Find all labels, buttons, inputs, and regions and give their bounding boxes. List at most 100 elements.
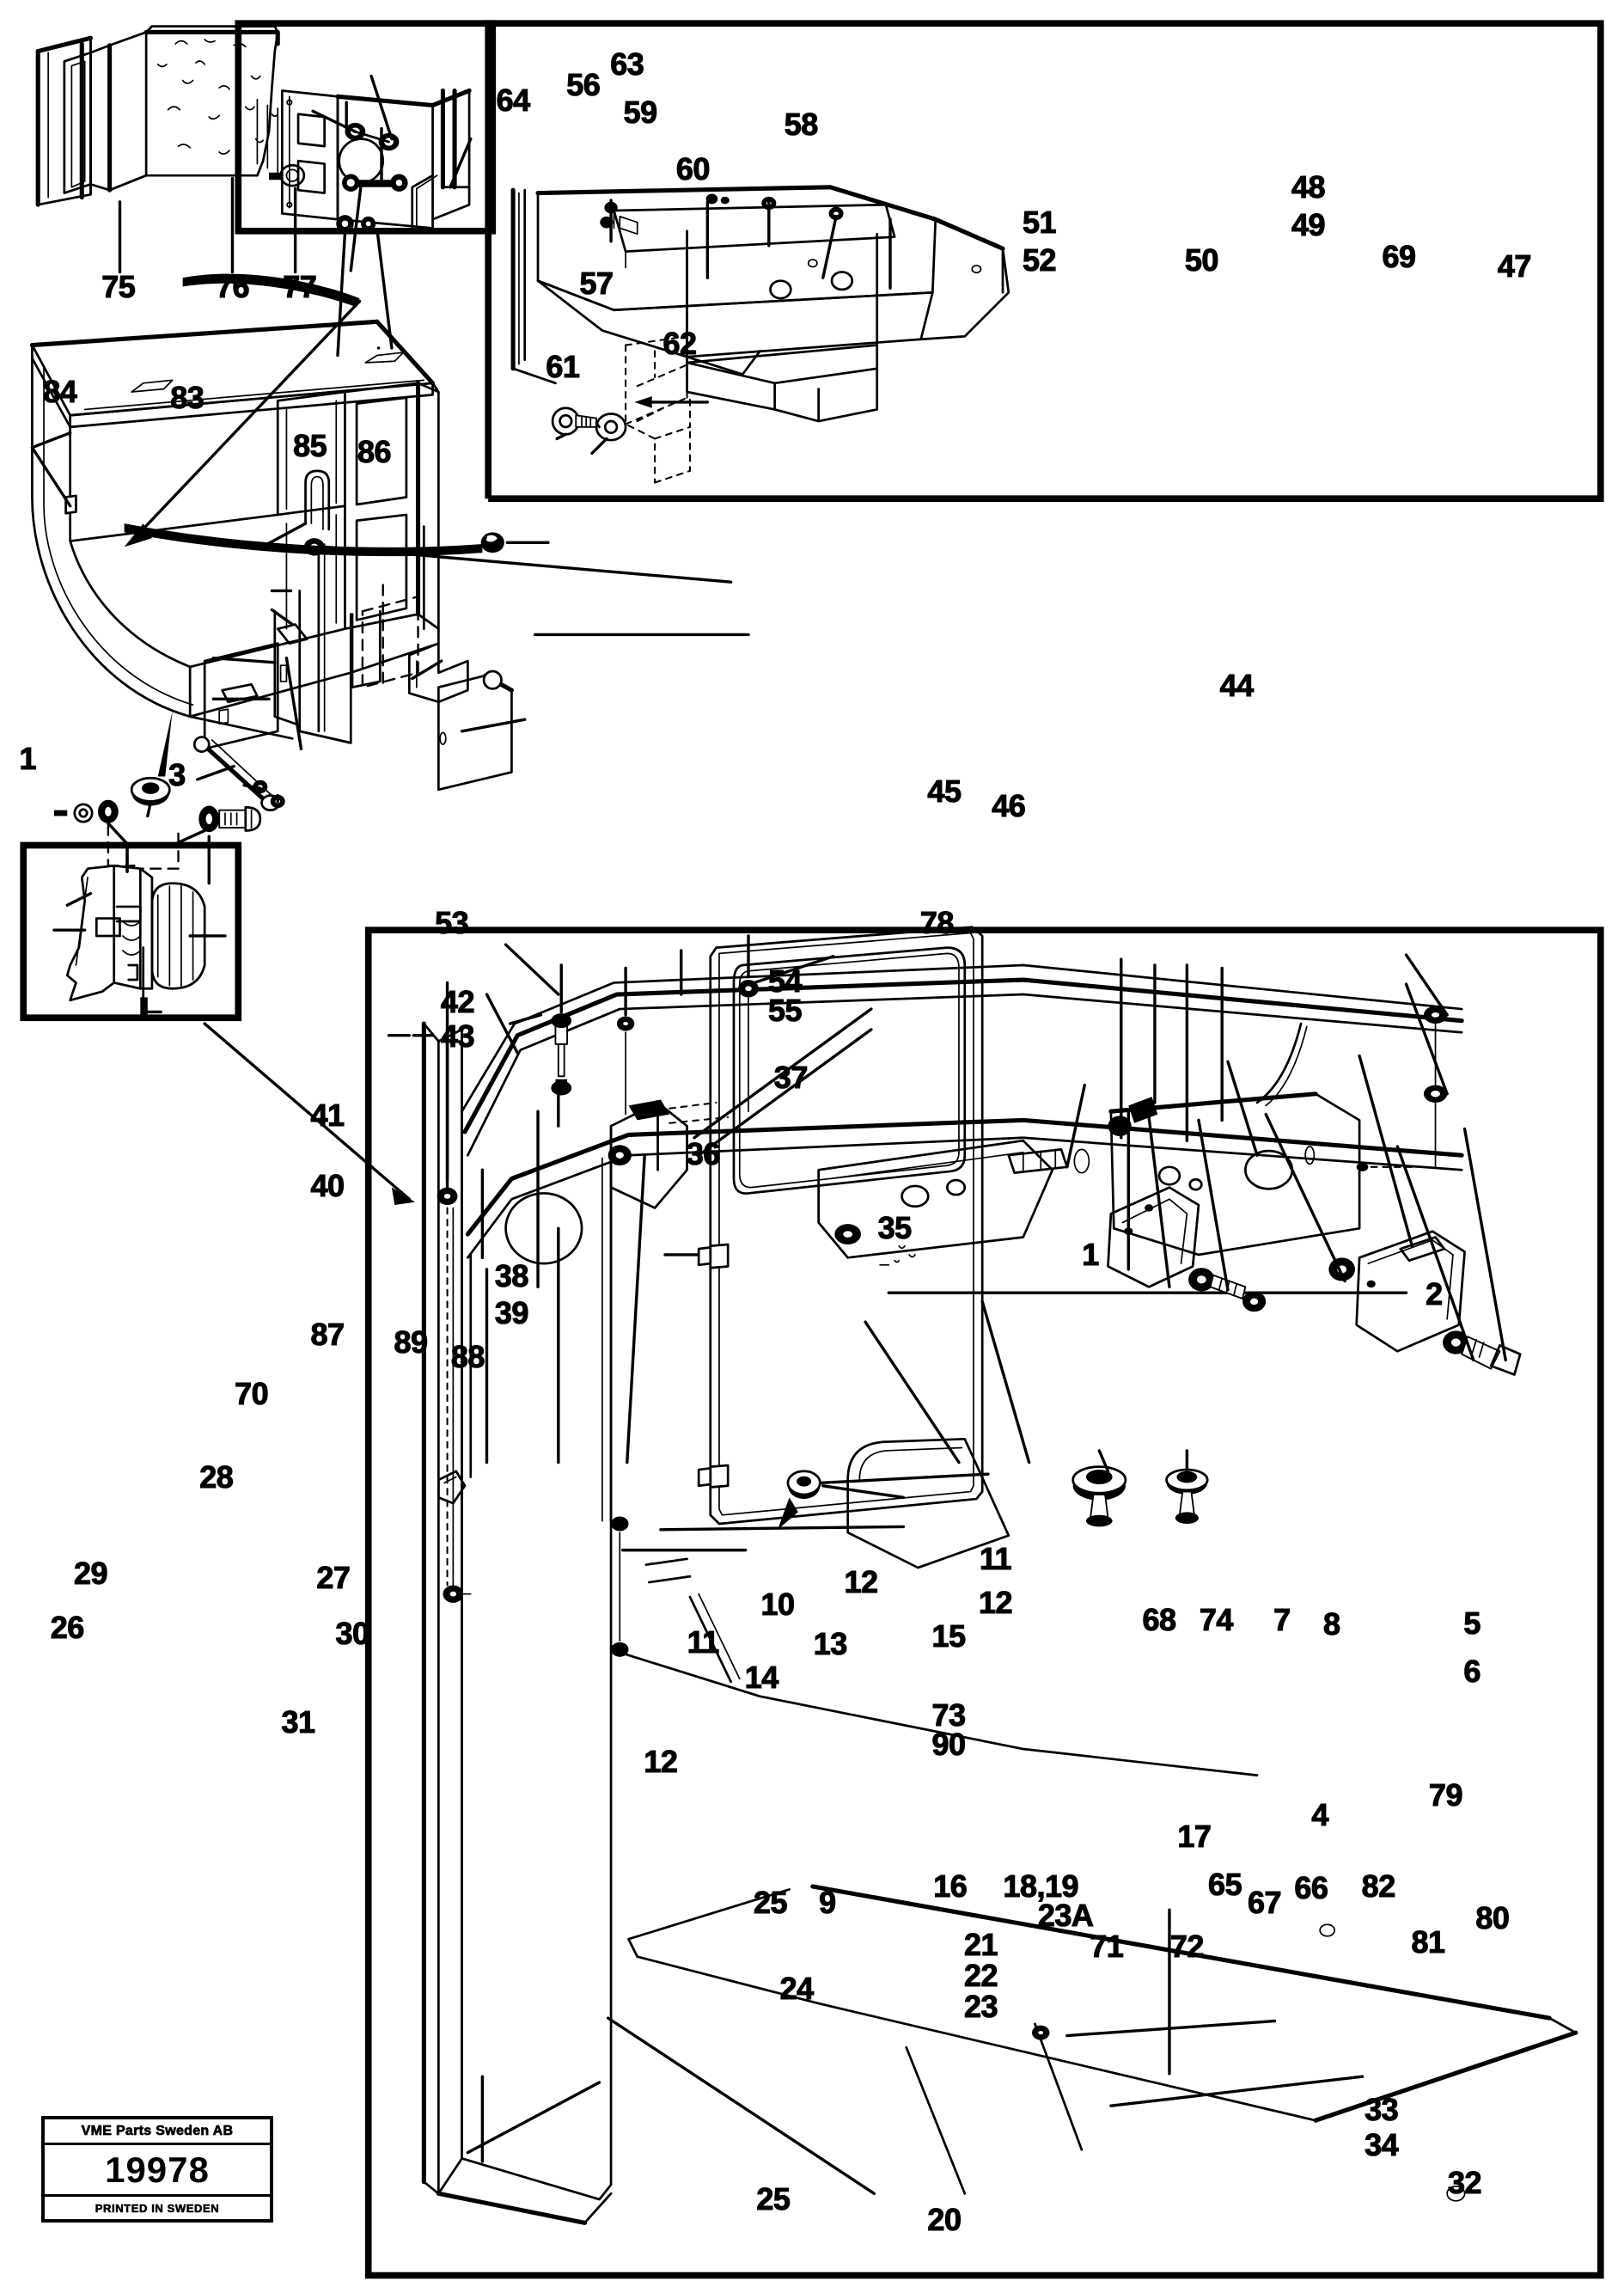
callout-39: 39 [494,1294,529,1330]
callout-18,19: 18,19 [1003,1868,1079,1904]
callout-6: 6 [1463,1653,1481,1689]
callout-20: 20 [927,2201,962,2237]
callout-71: 71 [1090,1928,1125,1964]
callout-2: 2 [1426,1275,1444,1312]
callout-40: 40 [310,1167,345,1203]
callout-66: 66 [1294,1869,1329,1905]
callout-26: 26 [50,1609,85,1645]
callout-49: 49 [1291,207,1326,243]
title-block-part-number: 19978 [45,2145,270,2197]
callout-15: 15 [931,1618,967,1654]
callout-25b: 25 [756,2181,791,2217]
callout-25a: 25 [753,1884,788,1920]
callout-68: 68 [1142,1602,1177,1638]
callout-73: 73 [931,1697,967,1733]
callout-1-cab: 1 [19,741,37,777]
callout-51: 51 [1022,204,1057,240]
callout-9: 9 [819,1884,837,1920]
callout-13: 13 [813,1625,848,1661]
callout-81: 81 [1411,1923,1446,1960]
callout-88: 88 [450,1339,485,1375]
callout-59: 59 [623,95,658,131]
callout-8: 8 [1322,1606,1340,1642]
callout-23: 23 [963,1988,998,2024]
callout-63: 63 [610,46,645,82]
callout-32: 32 [1447,2165,1482,2201]
callout-89: 89 [394,1324,429,1360]
callout-90: 90 [931,1726,967,1762]
callout-76: 76 [215,268,250,304]
bracket-detail-56-64 [256,74,473,358]
callout-84: 84 [43,374,78,409]
callout-78: 78 [919,904,955,940]
callout-80: 80 [1475,1900,1511,1936]
callout-22: 22 [963,1957,998,1993]
callout-12b: 12 [978,1584,1013,1620]
callout-60: 60 [675,151,711,187]
callout-86: 86 [357,433,392,469]
cab-assembly-3 [29,299,750,818]
callout-57: 57 [579,266,614,302]
callout-55: 55 [767,992,803,1028]
callout-21: 21 [963,1927,998,1963]
title-block-printed-note: PRINTED IN SWEDEN [95,2201,220,2215]
callout-23A: 23A [1037,1898,1094,1933]
callout-37: 37 [773,1060,809,1096]
callout-31: 31 [281,1704,316,1740]
callout-83: 83 [170,379,205,415]
callout-46: 46 [992,787,1027,823]
callout-7: 7 [1273,1602,1291,1638]
callout-52: 52 [1022,242,1057,278]
callout-70: 70 [235,1375,270,1411]
callout-67: 67 [1247,1884,1282,1920]
callout-14: 14 [744,1659,779,1695]
callout-85: 85 [293,427,328,463]
callout-34: 34 [1365,2127,1400,2163]
callout-50: 50 [1184,242,1219,278]
callout-45: 45 [927,773,962,809]
callout-54: 54 [767,963,803,999]
right-bottom-leaders [680,949,1507,1362]
latch-handle-26-31 [52,799,262,1015]
callout-82: 82 [1361,1868,1396,1904]
callout-53: 53 [435,904,470,940]
callout-16: 16 [933,1868,968,1904]
inset-pointer-tube [182,273,360,308]
callout-38: 38 [494,1258,529,1294]
callout-12c: 12 [644,1744,679,1780]
callout-79: 79 [1428,1777,1463,1813]
callout-41: 41 [310,1098,345,1134]
callout-10: 10 [760,1586,796,1622]
callout-4: 4 [1311,1796,1329,1832]
window-assembly-75-76-77 [35,25,306,274]
callout-58: 58 [784,106,819,142]
title-block-company: VME Parts Sweden AB [45,2119,270,2145]
callout-64: 64 [496,83,531,119]
callout-30: 30 [335,1615,370,1651]
callout-69: 69 [1382,239,1417,275]
callout-56: 56 [566,66,601,102]
callout-77: 77 [283,268,318,304]
callout-27: 27 [316,1559,351,1595]
callout-87: 87 [310,1317,345,1353]
callout-29: 29 [73,1555,108,1591]
callout-48: 48 [1291,168,1326,205]
bottom-panel-leaders [387,934,1365,2195]
callout-36: 36 [686,1135,721,1171]
callout-28: 28 [199,1458,235,1495]
callout-61: 61 [546,349,581,385]
callout-24: 24 [779,1971,815,2007]
callout-33: 33 [1365,2092,1400,2128]
callout-42: 42 [440,983,475,1019]
callout-17: 17 [1177,1819,1212,1855]
callout-11a: 11 [979,1540,1012,1576]
callout-44: 44 [1219,668,1255,704]
callout-65: 65 [1208,1867,1243,1903]
callout-47: 47 [1497,248,1532,284]
floor-plate-47-52 [510,185,1010,484]
callout-75: 75 [101,268,137,304]
callout-5: 5 [1463,1605,1481,1641]
callout-43: 43 [440,1018,475,1055]
